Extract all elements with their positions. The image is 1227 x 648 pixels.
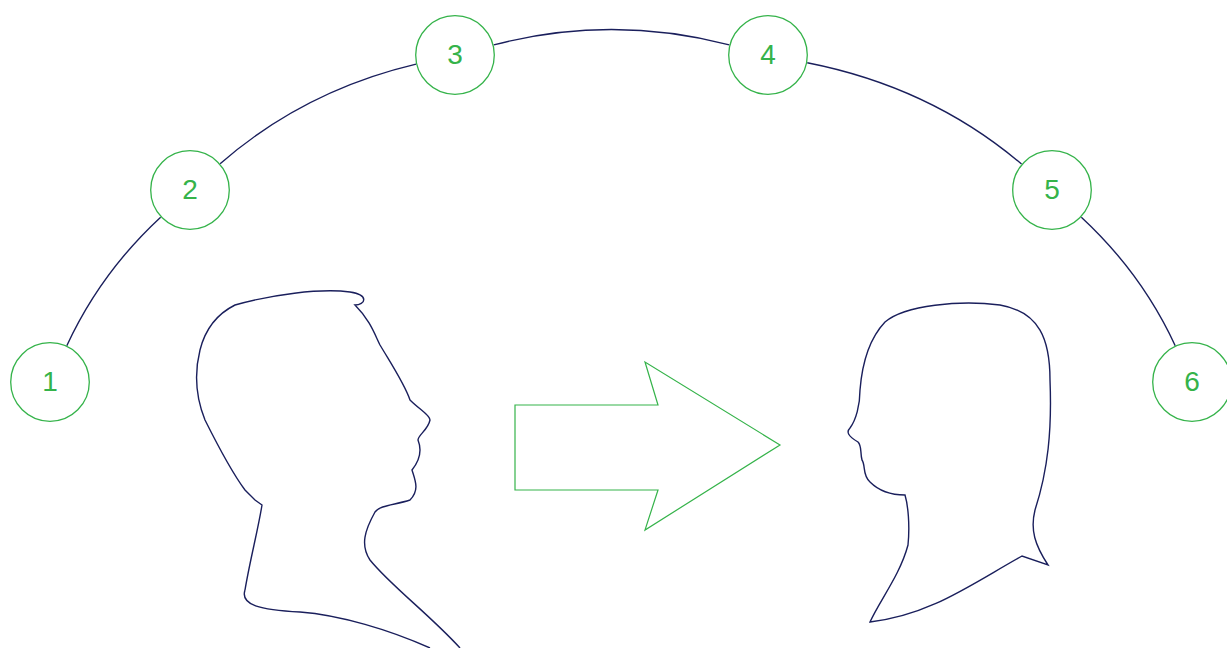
callout-number: 2 bbox=[150, 150, 230, 230]
callout-circle: 2 bbox=[150, 150, 230, 230]
transfer-arrow bbox=[515, 362, 780, 530]
callout-circle: 5 bbox=[1012, 150, 1092, 230]
callout-circle: 1 bbox=[10, 342, 90, 422]
arc-connector bbox=[494, 30, 730, 45]
callout-circle: 3 bbox=[415, 15, 495, 95]
arc-connector bbox=[1081, 217, 1175, 346]
callout-circle: 6 bbox=[1152, 342, 1227, 422]
callout-number: 3 bbox=[415, 15, 495, 95]
man-shoulder bbox=[244, 590, 430, 648]
arc-connector bbox=[807, 63, 1021, 164]
woman-silhouette bbox=[848, 303, 1050, 622]
arc-connector bbox=[67, 217, 161, 346]
callout-number: 6 bbox=[1152, 342, 1227, 422]
man-silhouette bbox=[197, 291, 460, 648]
arc-connector bbox=[220, 64, 416, 164]
callout-number: 1 bbox=[10, 342, 90, 422]
callout-circle: 4 bbox=[728, 15, 808, 95]
callout-number: 5 bbox=[1012, 150, 1092, 230]
callout-number: 4 bbox=[728, 15, 808, 95]
